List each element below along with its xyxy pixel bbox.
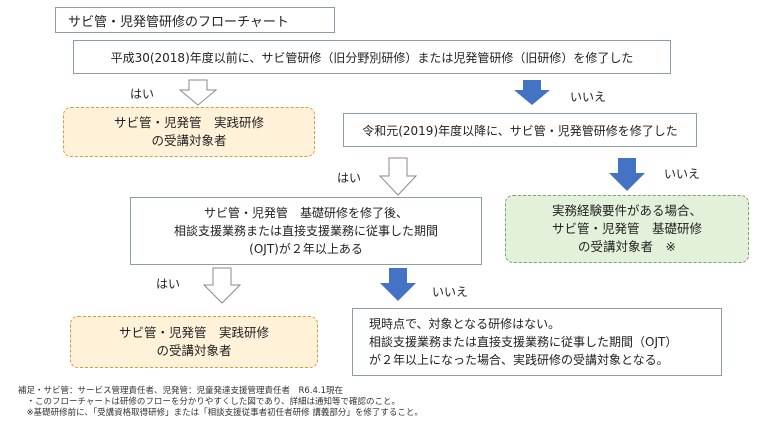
result-2-box: 実務経験要件がある場合、 サビ管・児発管 基礎研修 の受講対象者 ※ xyxy=(505,195,749,263)
q1-yes-arrow-icon xyxy=(178,79,218,106)
question-3-line-3: (OJT)が２年以上ある xyxy=(249,242,363,256)
result-4-line-1: 現時点で、対象となる研修はない。 xyxy=(369,317,561,331)
q3-yes-label: はい xyxy=(156,277,181,291)
result-3-line-1: サビ管・児発管 実践研修 xyxy=(118,325,269,340)
question-3-line-2: 相談支援業務または直接支援業務に従事した期間 xyxy=(173,224,438,238)
result-2-line-1: 実務経験要件がある場合、 xyxy=(551,203,702,218)
result-2-line-2: サビ管・児発管 基礎研修 xyxy=(551,221,702,236)
question-2-text: 令和元(2019)年度以降に、サビ管・児発管研修を修了した xyxy=(362,123,678,138)
q1-yes-label: はい xyxy=(130,87,155,101)
chart-title: サビ管・児発管研修のフローチャート xyxy=(55,7,335,33)
result-1-line-1: サビ管・児発管 実践研修 xyxy=(113,115,264,130)
q3-yes-arrow-icon xyxy=(202,267,242,304)
result-3-box: サビ管・児発管 実践研修 の受講対象者 xyxy=(70,316,318,368)
q2-yes-label: はい xyxy=(337,171,362,185)
result-3-line-2: の受講対象者 xyxy=(156,343,232,358)
footnote-1: 補足・サビ管：サービス管理責任者、児発管：児童発達支援管理責任者 R6.4.1現… xyxy=(18,386,344,396)
question-3-line-1: サビ管・児発管 基礎研修を修了後、 xyxy=(203,206,408,220)
result-1-line-2: の受講対象者 xyxy=(151,133,227,148)
q2-no-arrow-icon xyxy=(609,158,645,191)
question-2-box: 令和元(2019)年度以降に、サビ管・児発管研修を修了した xyxy=(343,113,697,147)
question-1-text: 平成30(2018)年度以前に、サビ管研修（旧分野別研修）または児発管研修（旧研… xyxy=(110,50,634,65)
result-4-line-3: が２年以上になった場合、実践研修の受講対象となる。 xyxy=(369,353,669,367)
footnotes: 補足・サビ管：サービス管理責任者、児発管：児童発達支援管理責任者 R6.4.1現… xyxy=(18,386,423,419)
q3-no-arrow-icon xyxy=(380,268,416,301)
result-4-line-2: 相談支援業務または直接支援業務に従事した期間（OJT） xyxy=(369,335,678,349)
question-3-box: サビ管・児発管 基礎研修を修了後、 相談支援業務または直接支援業務に従事した期間… xyxy=(130,197,482,265)
chart-title-text: サビ管・児発管研修のフローチャート xyxy=(68,14,289,30)
result-1-box: サビ管・児発管 実践研修 の受講対象者 xyxy=(63,107,315,157)
q2-yes-arrow-icon xyxy=(378,157,418,196)
footnote-3: ※基礎研修前に、「受講資格取得研修」または「相談支援従事者初任者研修 講義部分」… xyxy=(18,408,423,418)
footnote-2: ・このフローチャートは研修のフローを分かりやすくした図であり、詳細は通知等で確認… xyxy=(18,397,401,407)
q3-no-label: いいえ xyxy=(432,285,469,299)
result-2-line-3: の受講対象者 ※ xyxy=(578,239,676,254)
q1-no-label: いいえ xyxy=(570,90,607,104)
result-4-box: 現時点で、対象となる研修はない。 相談支援業務または直接支援業務に従事した期間（… xyxy=(352,308,722,376)
q2-no-label: いいえ xyxy=(664,167,701,181)
q1-no-arrow-icon xyxy=(514,80,550,105)
question-1-box: 平成30(2018)年度以前に、サビ管研修（旧分野別研修）または児発管研修（旧研… xyxy=(73,40,671,74)
